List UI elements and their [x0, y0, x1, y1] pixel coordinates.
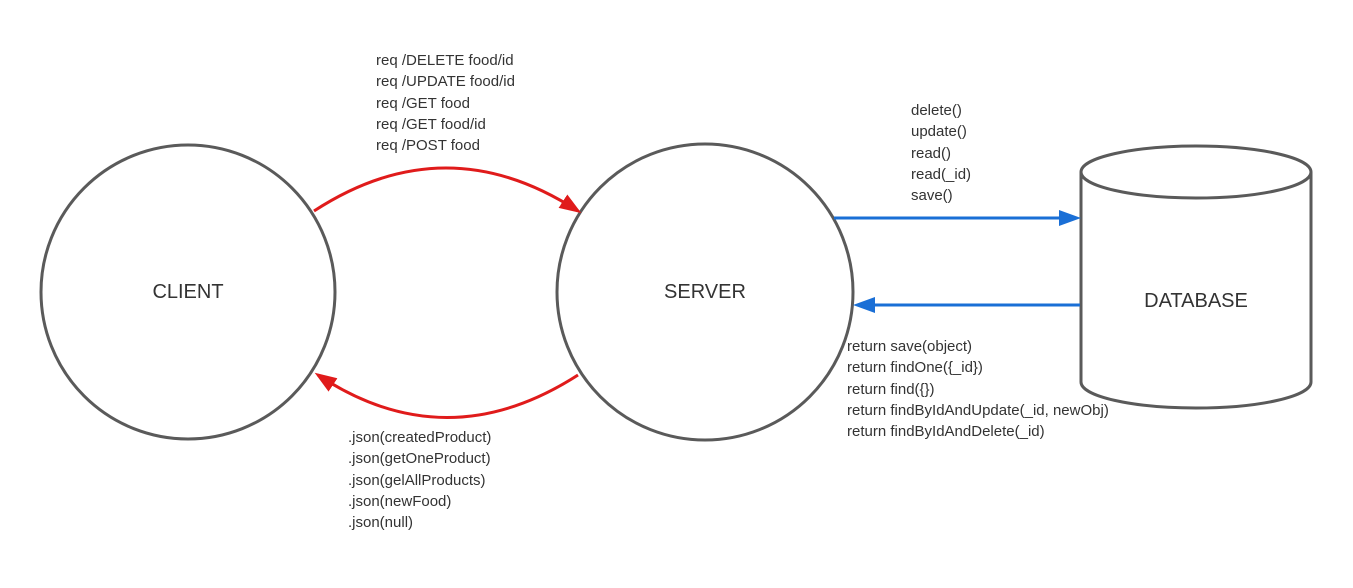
database-node: [1079, 144, 1313, 410]
request-item: req /UPDATE food/id: [376, 73, 515, 91]
db-return-item: return findByIdAndDelete(_id): [847, 423, 1045, 441]
response-list: .json(createdProduct) .json(getOneProduc…: [348, 427, 491, 533]
server-node: [555, 142, 855, 442]
db-operation-item: read(): [911, 144, 952, 162]
request-item: req /DELETE food/id: [376, 52, 514, 69]
db-return-list: return save(object) return findOne({_id}…: [847, 336, 1109, 442]
db-operation-item: read(_id): [911, 165, 972, 183]
server-label: SERVER: [664, 281, 746, 303]
response-item: .json(gelAllProducts): [348, 471, 486, 489]
response-arrow: [314, 372, 579, 419]
client-node: [39, 143, 337, 441]
response-item: .json(createdProduct): [348, 429, 492, 446]
db-operation-item: update(): [911, 123, 967, 141]
db-return-item: return find({}): [847, 380, 935, 398]
client-label: CLIENT: [152, 281, 224, 303]
db-operation-item: delete(): [911, 102, 962, 119]
db-return-item: return save(object): [847, 338, 973, 355]
db-operation-list: delete() update() read() read(_id) save(…: [911, 100, 971, 206]
request-arrow: [313, 166, 582, 214]
db-operation-item: save(): [911, 187, 953, 205]
response-item: .json(null): [348, 514, 414, 532]
database-label: DATABASE: [1144, 290, 1248, 312]
request-item: req /POST food: [376, 137, 480, 155]
response-item: .json(newFood): [348, 492, 452, 510]
response-item: .json(getOneProduct): [348, 450, 491, 468]
db-return-item: return findByIdAndUpdate(_id, newObj): [847, 401, 1109, 419]
db-return-item: return findOne({_id}): [847, 359, 983, 377]
request-list: req /DELETE food/id req /UPDATE food/id …: [376, 50, 515, 156]
request-item: req /GET food/id: [376, 115, 486, 133]
request-item: req /GET food: [376, 94, 470, 112]
